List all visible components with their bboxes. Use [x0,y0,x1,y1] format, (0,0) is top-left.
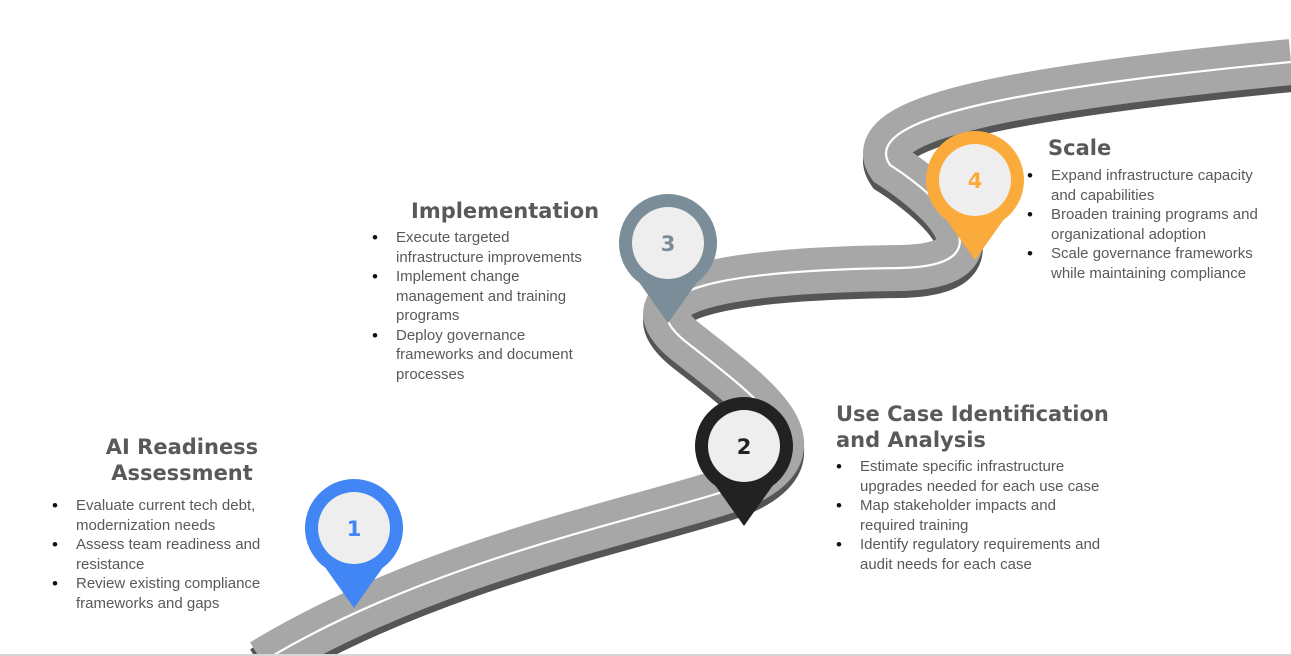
stage-2-point-3: Identify regulatory requirements and aud… [836,535,1104,574]
stage-4-point-3: Scale governance frameworks while mainta… [1027,244,1277,283]
stage-3-points: Execute targeted infrastructure improvem… [372,228,598,384]
stage-2-point-1: Estimate specific infrastructure upgrade… [836,457,1104,496]
stage-3-point-3: Deploy governance frameworks and documen… [372,326,598,385]
stage-2-title-line-1: Use Case Identification [836,402,1109,426]
road-center-line [270,60,1291,656]
stage-4-point-1: Expand infrastructure capacity and capab… [1027,166,1277,205]
pin-marker-3: 3 [618,194,717,323]
pin-marker-2: 2 [695,397,793,526]
stage-1-points: Evaluate current tech debt, modernizatio… [52,496,274,613]
stage-2-title: Use Case Identification and Analysis [836,401,1136,453]
stage-4-points: Expand infrastructure capacity and capab… [1027,166,1277,283]
pin-inner-circle-2 [708,410,780,482]
pin-number-1: 1 [347,517,362,541]
pin-inner-circle-4 [939,144,1011,216]
stage-3-point-1: Execute targeted infrastructure improvem… [372,228,598,267]
stage-1-point-1: Evaluate current tech debt, modernizatio… [52,496,274,535]
stage-2-title-line-2: and Analysis [836,428,986,452]
stage-4-title: Scale [1048,135,1168,161]
stage-1-point-3: Review existing compliance frameworks an… [52,574,274,613]
stage-1-point-2: Assess team readiness and resistance [52,535,274,574]
pin-inner-circle-3 [632,207,704,279]
stage-4-title-line-1: Scale [1048,136,1112,160]
stage-3-point-2: Implement change management and training… [372,267,598,326]
pin-number-2: 2 [737,435,752,459]
stage-1-title-line-2: Assessment [111,461,253,485]
stage-3-title: Implementation [411,198,631,224]
pin-number-3: 3 [661,232,676,256]
stage-1-title-line-1: AI Readiness [105,435,259,459]
stage-2-points: Estimate specific infrastructure upgrade… [836,457,1104,574]
pin-marker-1: 1 [305,479,403,608]
stage-4-point-2: Broaden training programs and organizati… [1027,205,1277,244]
pin-marker-4: 4 [925,131,1024,260]
pin-number-4: 4 [968,169,983,193]
pin-inner-circle-1 [318,492,390,564]
bottom-border [0,654,1291,656]
stage-1-title: AI Readiness Assessment [92,434,272,486]
stage-2-point-2: Map stakeholder impacts and required tra… [836,496,1104,535]
stage-3-title-line-1: Implementation [411,199,600,223]
